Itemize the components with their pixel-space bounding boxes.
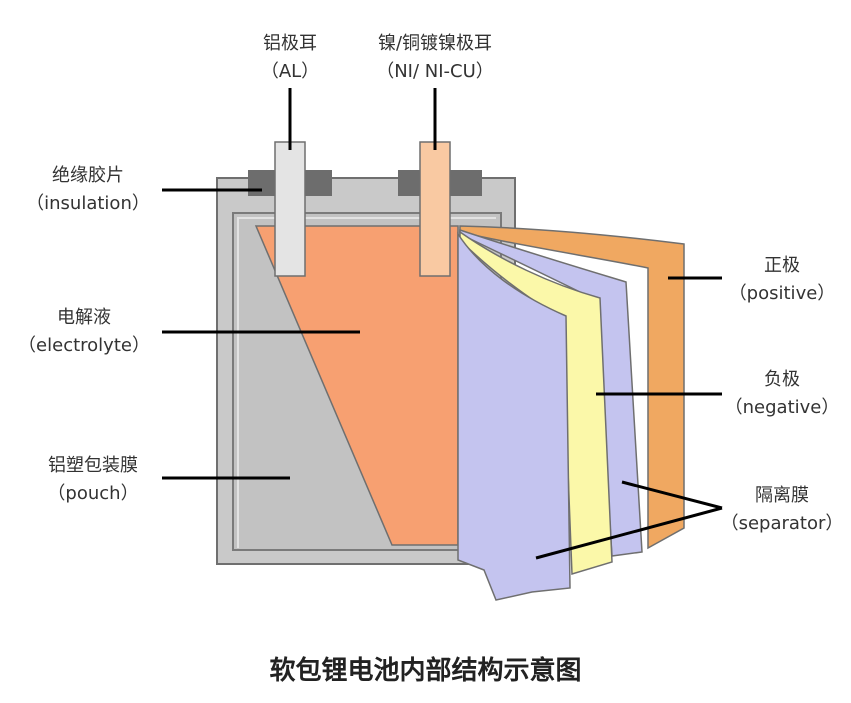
label-negative-cn: 负极 [764,369,800,390]
label-al-tab-cn: 铝极耳 [263,33,317,54]
label-insulation-cn: 绝缘胶片 [52,165,124,186]
label-electrolyte-cn: 电解液 [57,307,111,328]
label-electrolyte: 电解液 （electrolyte） [8,304,160,360]
label-pouch: 铝塑包装膜 （pouch） [28,452,158,508]
leader-separator-a [621,480,723,510]
label-negative: 负极 （negative） [722,366,842,422]
leader-separator-b [535,506,723,560]
label-insulation: 绝缘胶片 （insulation） [18,162,158,218]
label-positive-cn: 正极 [764,255,800,276]
label-positive-en: （positive） [728,283,836,304]
pouch-inner-bevel [237,217,496,548]
label-ni-tab-cn: 镍/铜镀镍极耳 [377,33,493,54]
separator-sheet-front [457,231,571,601]
diagram-caption: 软包锂电池内部结构示意图 [269,656,582,686]
label-ni-tab: 镍/铜镀镍极耳 （NI/ NI-CU） [355,30,515,86]
label-separator-en: （separator） [720,513,844,534]
label-positive: 正极 （positive） [722,252,842,308]
label-pouch-en: （pouch） [47,483,139,504]
label-al-tab: 铝极耳 （AL） [240,30,340,86]
negative-sheet [459,230,613,575]
label-insulation-en: （insulation） [26,193,150,214]
al-tab [274,141,306,277]
label-electrolyte-en: （electrolyte） [18,335,150,356]
label-separator: 隔离膜 （separator） [716,482,848,538]
label-ni-tab-en: （NI/ NI-CU） [376,61,494,82]
ni-tab [419,141,451,277]
label-separator-cn: 隔离膜 [755,485,809,506]
label-pouch-cn: 铝塑包装膜 [48,455,138,476]
label-negative-en: （negative） [724,397,840,418]
positive-sheet [459,225,685,550]
label-al-tab-en: （AL） [260,61,320,82]
